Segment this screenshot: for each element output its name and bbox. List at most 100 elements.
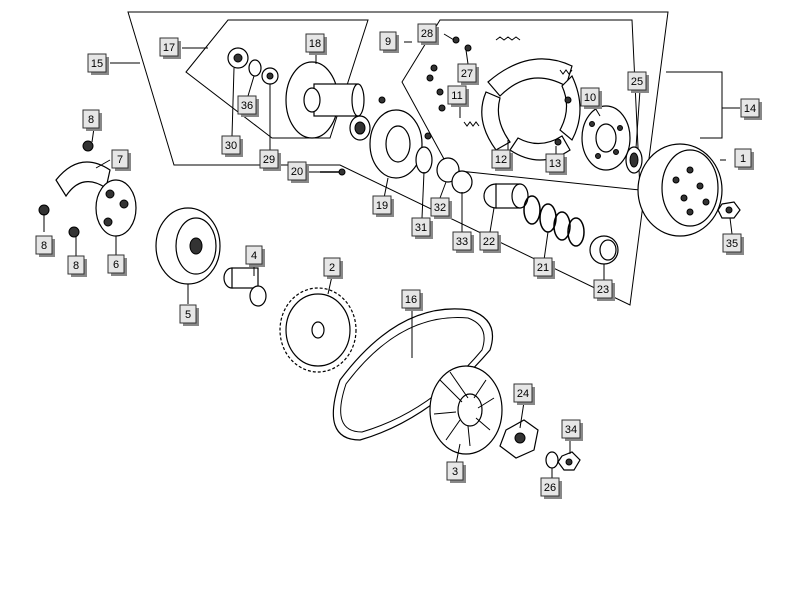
label-24: 24 bbox=[513, 383, 535, 405]
bearings-30-36-29-part bbox=[227, 47, 279, 85]
label-19: 19 bbox=[372, 195, 394, 217]
svg-text:1: 1 bbox=[740, 153, 746, 165]
label-36: 36 bbox=[237, 95, 259, 117]
svg-text:16: 16 bbox=[405, 294, 417, 306]
label-20: 20 bbox=[287, 161, 309, 183]
label-28: 28 bbox=[417, 23, 439, 45]
group-14-bracket bbox=[666, 71, 723, 139]
label-14: 14 bbox=[740, 98, 762, 120]
label-21: 21 bbox=[533, 257, 555, 279]
clutch-springs-part bbox=[426, 36, 573, 146]
label-6: 6 bbox=[107, 254, 127, 276]
movable-drive-face-part bbox=[155, 207, 221, 285]
clutch-shoes-part bbox=[481, 58, 581, 161]
label-29: 29 bbox=[259, 149, 281, 171]
seal-rings-part bbox=[415, 146, 473, 194]
svg-text:26: 26 bbox=[544, 482, 556, 494]
label-8a: 8 bbox=[82, 109, 102, 131]
svg-text:33: 33 bbox=[456, 236, 468, 248]
label-4: 4 bbox=[245, 245, 265, 267]
svg-text:32: 32 bbox=[434, 202, 446, 214]
svg-text:3: 3 bbox=[452, 466, 458, 478]
svg-text:13: 13 bbox=[549, 158, 561, 170]
label-30: 30 bbox=[221, 135, 243, 157]
label-13: 13 bbox=[545, 153, 567, 175]
label-9: 9 bbox=[379, 31, 399, 53]
driven-face-part bbox=[285, 61, 365, 139]
label-2: 2 bbox=[323, 257, 343, 279]
label-8c: 8 bbox=[67, 255, 87, 277]
collar-spring-cup-part bbox=[483, 183, 619, 265]
group-17-outline bbox=[185, 19, 369, 139]
svg-text:5: 5 bbox=[185, 309, 191, 321]
label-11: 11 bbox=[447, 85, 469, 107]
svg-text:8: 8 bbox=[73, 260, 79, 272]
label-25: 25 bbox=[627, 71, 649, 93]
label-5: 5 bbox=[179, 304, 199, 326]
svg-text:2: 2 bbox=[329, 262, 335, 274]
svg-text:19: 19 bbox=[376, 200, 388, 212]
label-16: 16 bbox=[401, 289, 423, 311]
nut-35-part bbox=[717, 201, 741, 219]
svg-text:23: 23 bbox=[597, 284, 609, 296]
svg-text:12: 12 bbox=[495, 154, 507, 166]
svg-text:4: 4 bbox=[251, 250, 257, 262]
svg-text:15: 15 bbox=[91, 58, 103, 70]
movable-driven-face-part bbox=[349, 109, 423, 179]
svg-text:11: 11 bbox=[451, 90, 462, 102]
label-1: 1 bbox=[734, 148, 754, 170]
label-3: 3 bbox=[446, 461, 466, 483]
group-outlines bbox=[127, 11, 740, 306]
svg-text:29: 29 bbox=[263, 154, 275, 166]
label-23: 23 bbox=[593, 279, 615, 301]
svg-text:36: 36 bbox=[241, 100, 253, 112]
svg-text:20: 20 bbox=[291, 166, 303, 178]
label-27: 27 bbox=[457, 63, 479, 85]
svg-text:27: 27 bbox=[461, 68, 473, 80]
cooling-fan-part bbox=[429, 365, 503, 455]
bushing-part bbox=[223, 267, 267, 307]
label-26: 26 bbox=[540, 477, 562, 499]
label-34: 34 bbox=[561, 419, 583, 441]
svg-text:8: 8 bbox=[88, 114, 94, 126]
svg-text:17: 17 bbox=[163, 42, 175, 54]
label-17: 17 bbox=[159, 37, 181, 59]
clutch-plate-part bbox=[581, 105, 631, 171]
clutch-bell-part bbox=[637, 143, 723, 237]
svg-text:10: 10 bbox=[584, 92, 596, 104]
label-10: 10 bbox=[580, 87, 602, 109]
washer-nut-part bbox=[545, 451, 581, 471]
svg-text:7: 7 bbox=[117, 154, 123, 166]
svg-text:24: 24 bbox=[517, 388, 529, 400]
svg-text:6: 6 bbox=[113, 259, 119, 271]
label-22: 22 bbox=[479, 231, 501, 253]
label-32: 32 bbox=[430, 197, 452, 219]
svg-text:9: 9 bbox=[385, 36, 391, 48]
label-15: 15 bbox=[87, 53, 109, 75]
starter-claw-part bbox=[499, 419, 539, 459]
svg-text:14: 14 bbox=[744, 103, 756, 115]
label-12: 12 bbox=[491, 149, 513, 171]
svg-text:18: 18 bbox=[309, 38, 321, 50]
svg-text:25: 25 bbox=[631, 76, 643, 88]
label-18: 18 bbox=[305, 33, 327, 55]
label-31: 31 bbox=[411, 217, 433, 239]
svg-text:30: 30 bbox=[225, 140, 237, 152]
svg-text:21: 21 bbox=[537, 262, 549, 274]
svg-text:8: 8 bbox=[41, 240, 47, 252]
label-35: 35 bbox=[722, 233, 744, 255]
svg-text:28: 28 bbox=[421, 28, 433, 40]
bearing-25-part bbox=[625, 146, 643, 174]
label-7: 7 bbox=[111, 149, 131, 171]
svg-text:22: 22 bbox=[483, 236, 495, 248]
ramp-plate-part bbox=[38, 140, 137, 238]
screws-part bbox=[320, 96, 432, 176]
parts bbox=[38, 36, 741, 471]
svg-text:34: 34 bbox=[565, 424, 577, 436]
label-8b: 8 bbox=[35, 235, 55, 257]
part-labels: 1 2 3 4 5 6 7 8 8 8 9 10 11 12 13 14 15 … bbox=[35, 23, 762, 499]
svg-text:35: 35 bbox=[726, 238, 738, 250]
label-33: 33 bbox=[452, 231, 474, 253]
